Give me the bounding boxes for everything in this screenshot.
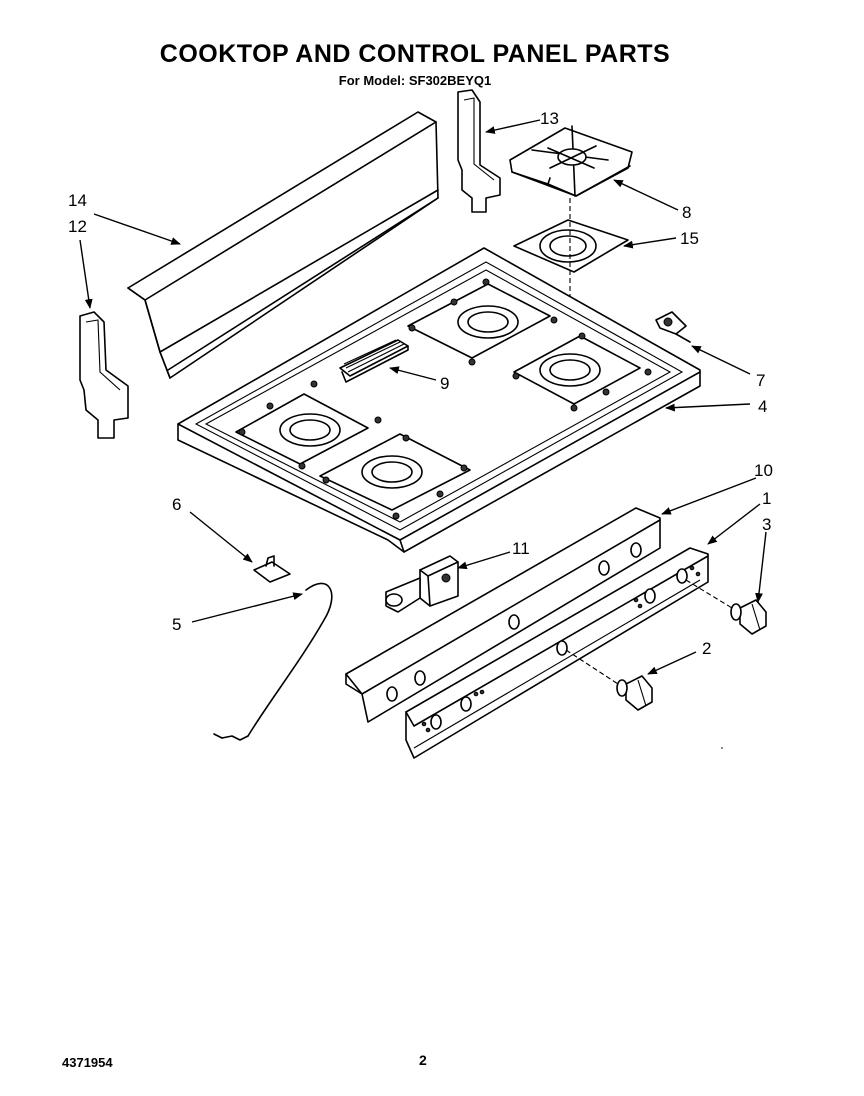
- callout-15: 15: [680, 229, 699, 248]
- callout-10: 10: [754, 461, 773, 480]
- page-title: COOKTOP AND CONTROL PANEL PARTS: [159, 40, 671, 68]
- callout-11: 11: [512, 539, 530, 558]
- callout-14: 14: [68, 191, 87, 210]
- vent-part-9: [339, 339, 409, 383]
- burner-bowl-part-15: [513, 219, 629, 273]
- backguard-part-14: [127, 111, 439, 379]
- left-end-cap-part-12: [79, 311, 129, 439]
- knob-part-2: [616, 675, 653, 711]
- callout-7: 7: [756, 371, 765, 390]
- callout-6: 6: [172, 495, 181, 514]
- callout-1: 1: [762, 489, 771, 508]
- callout-3: 3: [762, 515, 771, 534]
- callout-13: 13: [540, 109, 559, 128]
- clip-part-6: [253, 555, 291, 583]
- callout-12: 12: [68, 217, 87, 236]
- callout-5: 5: [172, 615, 181, 634]
- callout-arrows: [79, 119, 767, 675]
- callout-8: 8: [682, 203, 691, 222]
- right-end-cap-part-13: [457, 89, 501, 213]
- document-number: 4371954: [62, 1055, 113, 1070]
- callout-4: 4: [758, 397, 767, 416]
- page-number: 2: [419, 1052, 427, 1068]
- spark-switch-part-7: [655, 311, 691, 343]
- spark-module-part-11: [385, 555, 459, 613]
- manifold-panel-part-10: [345, 507, 661, 723]
- knob-part-3: [730, 599, 767, 635]
- callout-9: 9: [440, 374, 449, 393]
- callout-2: 2: [702, 639, 711, 658]
- model-subtitle: For Model: SF302BEYQ1: [338, 73, 492, 88]
- burner-grate-part-8: [509, 125, 633, 197]
- cooktop-main-top-part-4: [177, 247, 701, 553]
- control-panel-part-1: [405, 547, 709, 759]
- ignition-wire-part-5: [213, 582, 333, 741]
